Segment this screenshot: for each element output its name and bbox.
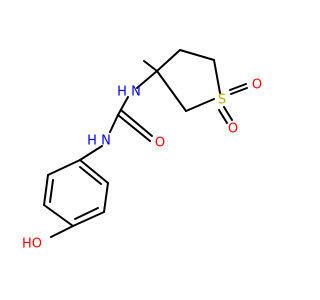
nitrogen-upper-label: N xyxy=(131,85,141,100)
bond-aryl-c6-c1-inner xyxy=(79,166,102,185)
hydrogen-upper-label: H xyxy=(117,85,127,100)
nitrogen-lower-label: N xyxy=(101,134,111,149)
bond-methyl xyxy=(143,60,158,72)
bond-nh-carbonyl xyxy=(117,96,129,116)
molecule-diagram: N H N H O S O O HO xyxy=(22,49,262,252)
bond-aryl-c5-c6 xyxy=(103,182,109,213)
bond-aryl-c2-c3-inner xyxy=(49,179,54,203)
bond-aryl-c6-c1 xyxy=(79,159,109,184)
bond-aryl-c2-c3 xyxy=(43,174,49,206)
bond-s-o-bottom-a xyxy=(223,106,233,121)
hydroxyl-label: HO xyxy=(22,237,42,252)
bond-ring-c5-s xyxy=(213,59,221,94)
bond-ring-c3-c4 xyxy=(156,49,181,72)
bond-carbonyl-nh xyxy=(109,114,119,133)
carbonyl-oxygen-label: O xyxy=(155,136,165,151)
bond-c3-nh xyxy=(136,70,158,89)
bond-aryl-c3-c4 xyxy=(43,204,74,227)
bond-nh-aryl xyxy=(79,145,103,161)
bond-aryl-c4-c5 xyxy=(72,211,105,227)
bond-s-o-top-a xyxy=(229,83,247,91)
sulfur-label: S xyxy=(218,93,226,108)
sulfone-oxygen-bottom-label: O xyxy=(228,122,238,137)
atom-labels: N H N H O S O O HO xyxy=(22,78,262,252)
bond-aryl-oh xyxy=(50,225,74,238)
bond-ring-s-c2 xyxy=(185,98,215,112)
bond-aryl-c1-c2 xyxy=(47,159,81,176)
bond-carbonyl-o-b xyxy=(120,109,153,137)
bond-carbonyl-o-a xyxy=(117,114,151,142)
bonds xyxy=(43,49,248,238)
bond-s-o-top-b xyxy=(230,87,248,95)
hydrogen-lower-label: H xyxy=(87,134,97,149)
bond-ring-c2-c3 xyxy=(156,70,187,112)
bond-s-o-bottom-b xyxy=(218,109,228,124)
sulfone-oxygen-top-label: O xyxy=(252,78,262,93)
bond-aryl-c4-c5-inner xyxy=(74,207,99,220)
bond-ring-c4-c5 xyxy=(179,49,215,61)
